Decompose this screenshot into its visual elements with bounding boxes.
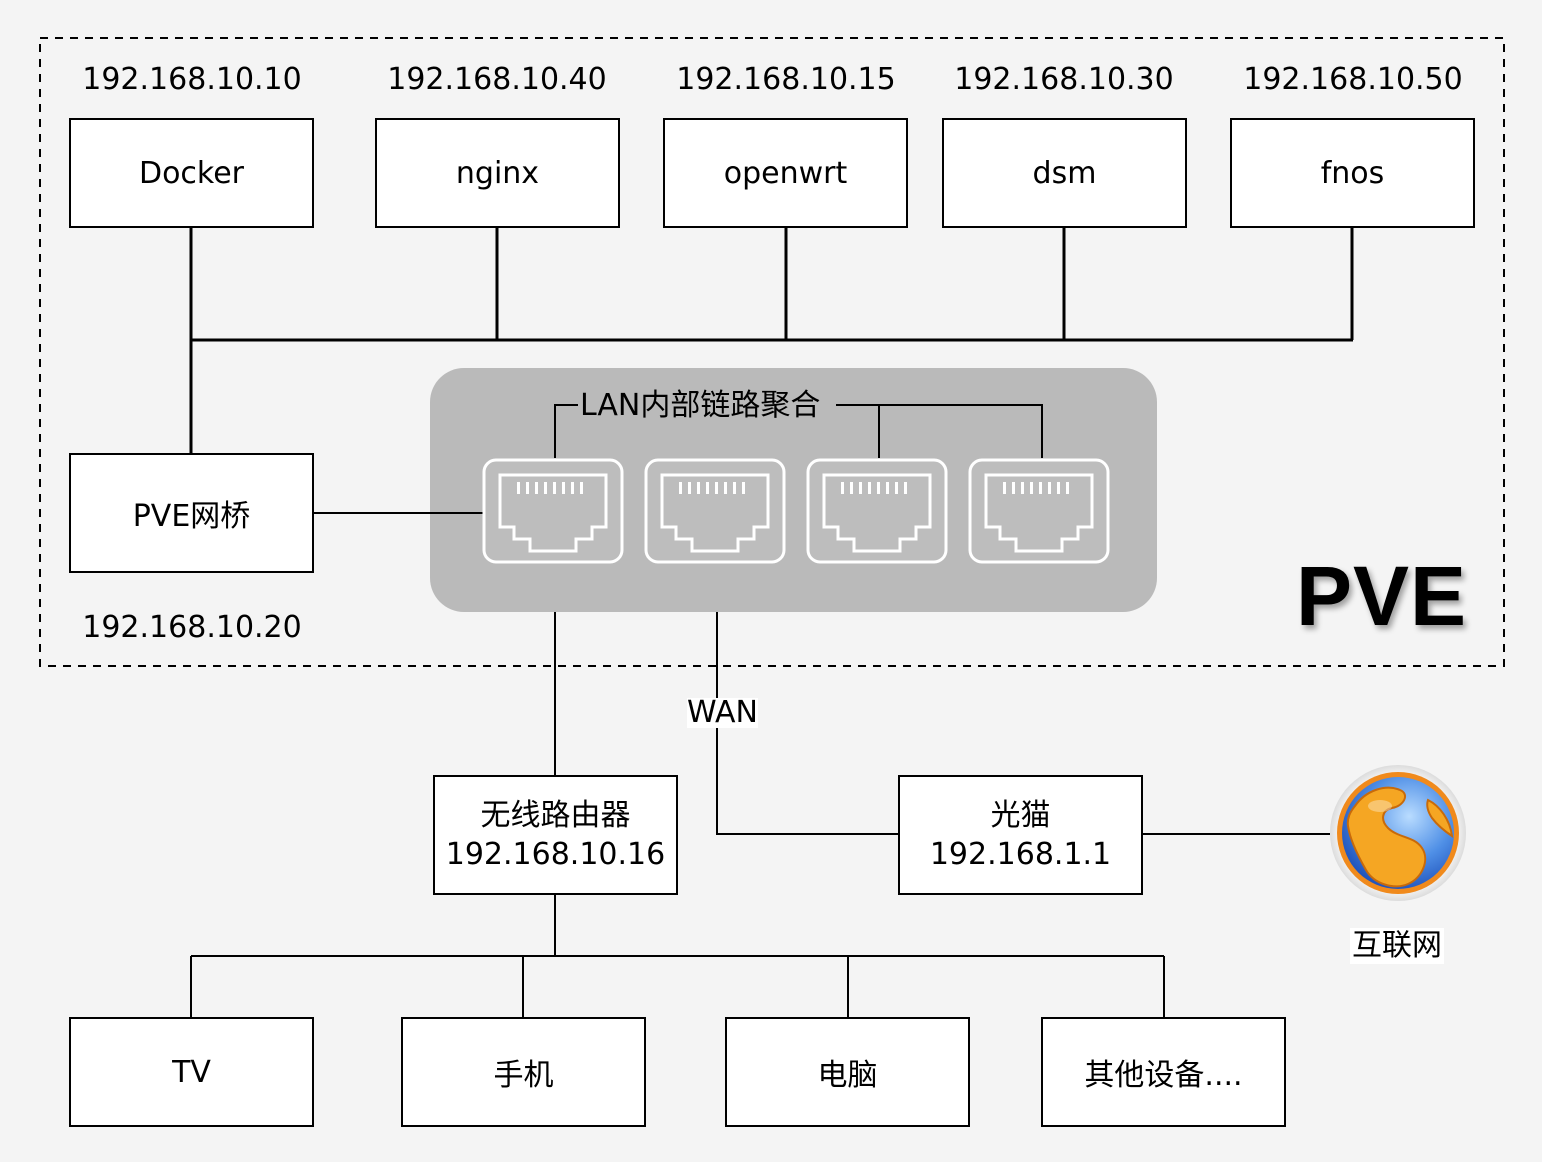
client-tree-lines [190, 893, 1165, 1018]
vm-ip-openwrt: 192.168.10.15 [676, 62, 896, 97]
vm-ip-dsm: 192.168.10.30 [954, 62, 1174, 97]
ethernet-port-icon [806, 458, 948, 564]
vm-box-docker: Docker [69, 118, 314, 228]
vm-box-nginx: nginx [375, 118, 620, 228]
ethernet-port-icon [482, 458, 624, 564]
internet-label: 互联网 [1350, 928, 1444, 964]
router-ip: 192.168.10.16 [445, 837, 666, 872]
vm-box-dsm: dsm [942, 118, 1187, 228]
pve-bridge-ip: 192.168.10.20 [82, 610, 302, 645]
vm-ip-fnos: 192.168.10.50 [1243, 62, 1463, 97]
pve-title: PVE [1296, 549, 1468, 643]
lan-aggregation-label: LAN内部链路聚合 [580, 388, 821, 423]
modem-ip: 192.168.1.1 [929, 837, 1112, 872]
ethernet-port-icon [968, 458, 1110, 564]
modem-box: 光猫 192.168.1.1 [898, 775, 1143, 895]
pve-bridge-box: PVE网桥 [69, 453, 314, 573]
modem-name: 光猫 [990, 798, 1051, 833]
vm-bus-lines [189, 227, 1354, 453]
vm-ip-docker: 192.168.10.10 [82, 62, 302, 97]
client-box-computer: 电脑 [725, 1017, 970, 1127]
client-box-phone: 手机 [401, 1017, 646, 1127]
lan-aggregation-bracket [554, 404, 1043, 458]
wan-link [716, 612, 900, 835]
pve-boundary [39, 37, 1505, 667]
client-box-other: 其他设备.... [1041, 1017, 1286, 1127]
ethernet-ports [482, 458, 1110, 564]
router-name: 无线路由器 [480, 798, 631, 833]
vm-box-fnos: fnos [1230, 118, 1475, 228]
vm-ip-nginx: 192.168.10.40 [387, 62, 607, 97]
globe-icon [1330, 765, 1466, 901]
client-box-tv: TV [69, 1017, 314, 1127]
wan-label: WAN [687, 695, 758, 730]
ethernet-port-icon [644, 458, 786, 564]
router-box: 无线路由器 192.168.10.16 [433, 775, 678, 895]
vm-box-openwrt: openwrt [663, 118, 908, 228]
